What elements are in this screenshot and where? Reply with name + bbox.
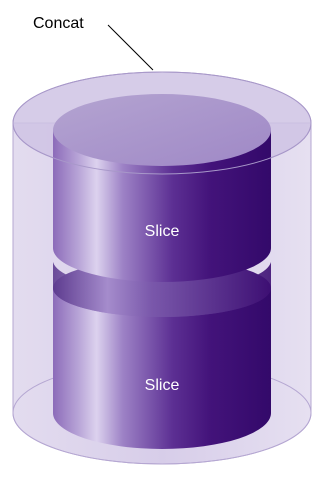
concat-label: Concat xyxy=(33,15,84,32)
concat-container-top-rim xyxy=(12,71,312,175)
slice-top-body xyxy=(53,130,271,282)
slice-groove xyxy=(53,262,271,317)
slice-top-top-face xyxy=(53,94,271,166)
slice-bottom-body xyxy=(53,288,271,449)
slice-top-label: Slice xyxy=(145,223,180,240)
concat-leader-line xyxy=(107,24,154,71)
slice-top xyxy=(53,94,271,282)
slice-bottom-label: Slice xyxy=(145,377,180,394)
